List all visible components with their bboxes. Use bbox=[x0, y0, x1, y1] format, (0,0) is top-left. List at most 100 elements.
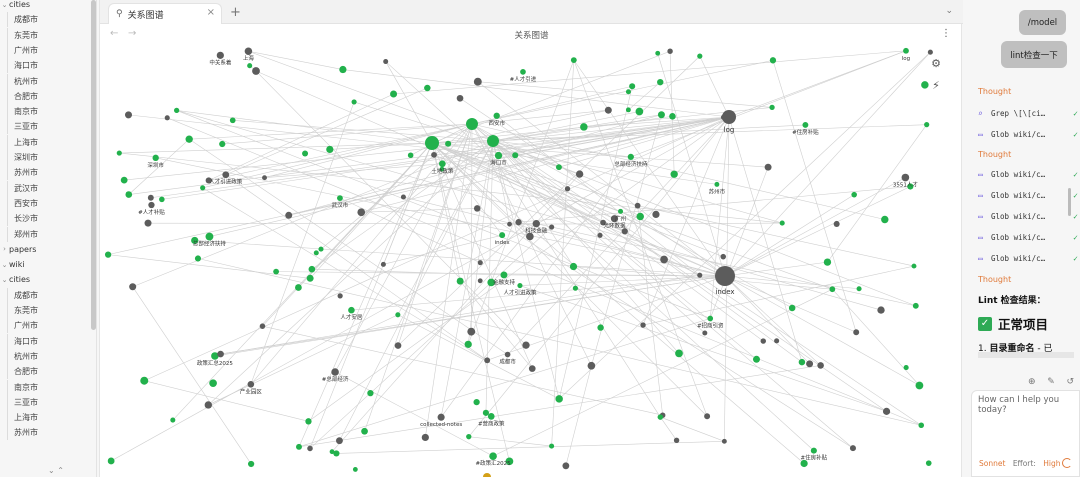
graph-node[interactable] bbox=[625, 107, 631, 113]
graph-node[interactable] bbox=[477, 278, 483, 284]
graph-node[interactable] bbox=[194, 255, 202, 262]
graph-node[interactable] bbox=[351, 99, 357, 105]
graph-node[interactable] bbox=[248, 460, 255, 468]
graph-node[interactable] bbox=[555, 395, 563, 403]
graph-node[interactable] bbox=[720, 253, 727, 260]
tree-folder[interactable]: ⌄cities bbox=[0, 0, 31, 12]
graph-node[interactable] bbox=[124, 111, 133, 119]
graph-node-index[interactable] bbox=[715, 266, 735, 286]
graph-node[interactable] bbox=[337, 195, 343, 202]
graph-node[interactable] bbox=[273, 268, 280, 275]
graph-node[interactable] bbox=[829, 286, 836, 293]
chevron-down-icon[interactable]: ⌄ bbox=[1, 275, 8, 284]
graph-node[interactable] bbox=[395, 312, 401, 318]
graph-node[interactable] bbox=[575, 170, 584, 178]
graph-node[interactable] bbox=[779, 220, 785, 226]
graph-node[interactable] bbox=[456, 277, 464, 285]
graph-node[interactable] bbox=[587, 361, 596, 370]
graph-node[interactable] bbox=[302, 150, 309, 157]
tool-call-row[interactable]: ⌕Grep \[\[ci…✓ bbox=[978, 107, 1078, 120]
thought-label[interactable]: Thought bbox=[978, 87, 1012, 96]
graph-node[interactable] bbox=[445, 140, 452, 147]
graph-node[interactable] bbox=[597, 232, 603, 238]
graph-node[interactable] bbox=[357, 208, 366, 217]
graph-node[interactable] bbox=[217, 350, 224, 358]
graph-node[interactable] bbox=[437, 413, 445, 421]
graph-node[interactable] bbox=[528, 365, 536, 372]
graph-node[interactable] bbox=[336, 437, 343, 445]
tool-call-row[interactable]: ▭Glob wiki/c…✓ bbox=[978, 252, 1078, 265]
tree-file[interactable]: 西安市 bbox=[4, 195, 38, 211]
history-icon[interactable]: ↺ bbox=[1066, 377, 1074, 387]
graph-node[interactable] bbox=[262, 175, 267, 181]
tool-call-row[interactable]: ▭Glob wiki/c…✓ bbox=[978, 168, 1078, 181]
graph-node[interactable] bbox=[361, 427, 368, 435]
graph-node[interactable] bbox=[635, 107, 644, 116]
tree-file[interactable]: 广州市 bbox=[4, 318, 38, 334]
tree-file[interactable]: 上海市 bbox=[4, 410, 38, 426]
graph-node[interactable] bbox=[903, 365, 909, 371]
edit-icon[interactable]: ✎ bbox=[1047, 377, 1055, 387]
graph-node[interactable] bbox=[925, 460, 932, 466]
tool-call-row[interactable]: ▭Glob wiki/c…✓ bbox=[978, 210, 1078, 223]
tree-file[interactable]: 杭州市 bbox=[4, 73, 38, 89]
graph-node[interactable] bbox=[296, 443, 302, 450]
graph-node[interactable] bbox=[337, 293, 343, 299]
graph-node[interactable] bbox=[421, 433, 429, 442]
graph-node[interactable] bbox=[520, 69, 526, 75]
graph-node[interactable] bbox=[911, 263, 917, 269]
graph-node[interactable] bbox=[667, 48, 673, 54]
graph-node[interactable] bbox=[424, 84, 431, 92]
graph-node[interactable] bbox=[120, 176, 128, 184]
chat-scrollbar[interactable] bbox=[1068, 188, 1071, 216]
graph-node[interactable] bbox=[205, 232, 214, 241]
graph-node[interactable] bbox=[494, 151, 503, 160]
graph-node[interactable] bbox=[769, 104, 775, 111]
graph-node[interactable] bbox=[222, 171, 230, 179]
graph-node[interactable] bbox=[489, 452, 497, 460]
more-options-icon[interactable]: ⋮ bbox=[941, 28, 951, 39]
graph-node-log[interactable] bbox=[722, 110, 736, 124]
graph-node[interactable] bbox=[456, 94, 464, 102]
graph-node[interactable] bbox=[555, 164, 562, 171]
graph-node[interactable] bbox=[219, 140, 226, 148]
graph-node[interactable] bbox=[515, 219, 522, 226]
graph-node[interactable] bbox=[400, 194, 406, 200]
graph-node[interactable] bbox=[760, 338, 766, 344]
graph-node[interactable] bbox=[549, 443, 555, 449]
graph-node[interactable] bbox=[915, 381, 924, 390]
graph-node[interactable] bbox=[348, 306, 355, 314]
graph-node[interactable] bbox=[618, 208, 624, 214]
graph-node[interactable] bbox=[487, 135, 499, 147]
graph-node[interactable] bbox=[505, 457, 514, 466]
graph-node[interactable] bbox=[851, 191, 857, 198]
graph-node[interactable] bbox=[140, 376, 149, 385]
graph-node[interactable] bbox=[881, 215, 889, 224]
graph-node[interactable] bbox=[305, 418, 312, 425]
graph-node[interactable] bbox=[927, 49, 933, 55]
graph-node[interactable] bbox=[512, 152, 519, 159]
graph-node[interactable] bbox=[487, 278, 496, 287]
graph-node[interactable] bbox=[352, 466, 358, 472]
graph-node[interactable] bbox=[473, 399, 480, 406]
graph-node[interactable] bbox=[704, 413, 711, 420]
graph-node[interactable] bbox=[499, 232, 506, 239]
graph-node[interactable] bbox=[407, 152, 414, 159]
graph-node[interactable] bbox=[211, 352, 219, 360]
graph-node[interactable] bbox=[216, 51, 224, 59]
new-tab-button[interactable]: + bbox=[230, 5, 241, 20]
graph-node[interactable] bbox=[903, 47, 909, 54]
tree-file[interactable]: 海口市 bbox=[4, 58, 38, 74]
graph-node[interactable] bbox=[853, 329, 860, 336]
graph-node[interactable] bbox=[306, 274, 314, 282]
tool-call-row[interactable]: ▭Glob wiki/c…✓ bbox=[978, 189, 1078, 202]
graph-node[interactable] bbox=[924, 122, 930, 128]
graph-node[interactable] bbox=[652, 210, 660, 218]
graph-node[interactable] bbox=[675, 349, 683, 358]
graph-node[interactable] bbox=[329, 449, 335, 455]
graph-node[interactable] bbox=[200, 185, 206, 191]
graph-node[interactable] bbox=[147, 194, 154, 201]
graph-node[interactable] bbox=[313, 250, 319, 256]
new-chat-icon[interactable]: ⊕ bbox=[1028, 377, 1036, 387]
graph-node[interactable] bbox=[752, 355, 760, 363]
